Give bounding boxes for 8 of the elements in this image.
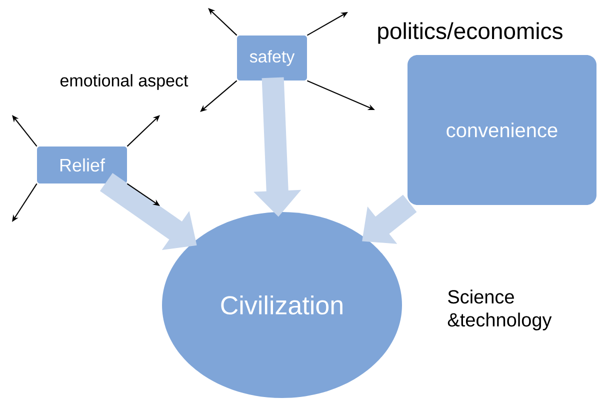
label: Science &technology xyxy=(448,290,552,330)
ellipse-node: Civilization xyxy=(162,212,402,398)
process-box: safety xyxy=(237,36,307,80)
arrow xyxy=(126,115,160,147)
process-box: Relief xyxy=(37,146,127,184)
rounded-box: convenience xyxy=(408,55,596,205)
label: emotional aspect xyxy=(60,74,188,90)
arrow xyxy=(208,8,238,36)
